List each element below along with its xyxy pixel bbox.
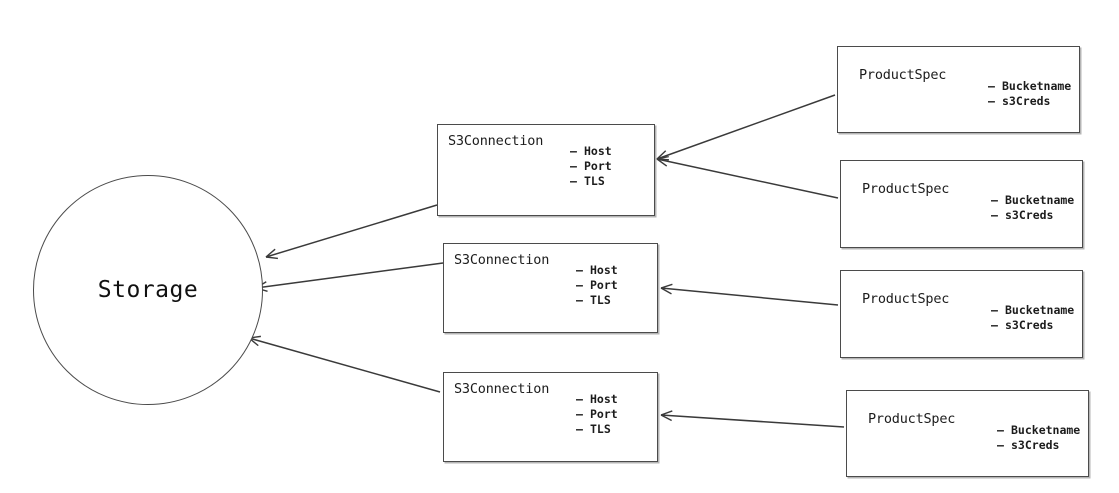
storage-node-label: Storage [97, 277, 199, 303]
attribute-dash-icon: – [570, 159, 577, 173]
attribute-label: Host [584, 144, 612, 158]
attribute-item: –s3Creds [997, 438, 1080, 453]
s3connection-node-1-title: S3Connection [448, 133, 544, 149]
attribute-dash-icon: – [991, 303, 998, 317]
s3connection-node-3-title: S3Connection [454, 381, 550, 397]
attribute-item: –s3Creds [991, 208, 1074, 223]
attribute-dash-icon: – [576, 278, 583, 292]
attribute-label: s3Creds [1011, 438, 1060, 452]
attribute-label: Host [590, 392, 618, 406]
attribute-label: Bucketname [1011, 423, 1081, 437]
edge-spec3-to-conn2 [660, 283, 839, 306]
productspec-node-3[interactable] [840, 270, 1083, 358]
edge-conn2-to-storage [255, 262, 444, 292]
attribute-item: –Port [576, 407, 618, 422]
attribute-label: TLS [590, 422, 611, 436]
attribute-dash-icon: – [570, 174, 577, 188]
attribute-item: –TLS [576, 293, 618, 308]
attribute-label: Host [590, 263, 618, 277]
attribute-label: Bucketname [1005, 303, 1075, 317]
productspec-node-1[interactable] [837, 46, 1080, 133]
attribute-dash-icon: – [570, 144, 577, 158]
productspec-node-2-title: ProductSpec [862, 181, 950, 197]
attribute-label: Port [590, 278, 618, 292]
attribute-dash-icon: – [576, 407, 583, 421]
attribute-dash-icon: – [988, 79, 995, 93]
attribute-label: s3Creds [1002, 94, 1051, 108]
edge-conn1-to-storage [265, 204, 438, 260]
attribute-item: –s3Creds [991, 318, 1074, 333]
productspec-node-1-title: ProductSpec [859, 67, 947, 83]
attribute-item: –s3Creds [988, 94, 1071, 109]
attribute-item: –TLS [570, 174, 612, 189]
s3connection-node-2-attributes: –Host–Port–TLS [576, 263, 618, 308]
attribute-dash-icon: – [576, 263, 583, 277]
edge-spec1-to-conn1 [656, 94, 836, 161]
s3connection-node-1-attributes: –Host–Port–TLS [570, 144, 612, 189]
productspec-node-4-title: ProductSpec [868, 411, 956, 427]
s3connection-node-3[interactable] [443, 372, 658, 462]
attribute-label: Bucketname [1002, 79, 1072, 93]
attribute-label: s3Creds [1005, 318, 1054, 332]
productspec-node-4-attributes: –Bucketname–s3Creds [997, 423, 1080, 453]
attribute-item: –Host [576, 263, 618, 278]
attribute-label: Bucketname [1005, 193, 1075, 207]
attribute-dash-icon: – [576, 422, 583, 436]
attribute-item: –Bucketname [988, 79, 1071, 94]
attribute-label: s3Creds [1005, 208, 1054, 222]
attribute-item: –TLS [576, 422, 618, 437]
attribute-dash-icon: – [576, 392, 583, 406]
storage-node[interactable]: Storage [33, 175, 263, 405]
attribute-dash-icon: – [991, 208, 998, 222]
s3connection-node-1[interactable] [437, 124, 655, 216]
s3connection-node-2[interactable] [443, 243, 658, 333]
edge-spec4-to-conn3 [660, 410, 845, 428]
attribute-item: –Bucketname [991, 303, 1074, 318]
attribute-item: –Bucketname [991, 193, 1074, 208]
edge-conn3-to-storage [248, 335, 441, 393]
attribute-item: –Port [570, 159, 612, 174]
attribute-label: TLS [584, 174, 605, 188]
attribute-dash-icon: – [997, 438, 1004, 452]
productspec-node-2[interactable] [840, 160, 1083, 248]
productspec-node-3-attributes: –Bucketname–s3Creds [991, 303, 1074, 333]
attribute-dash-icon: – [988, 94, 995, 108]
attribute-item: –Bucketname [997, 423, 1080, 438]
attribute-label: TLS [590, 293, 611, 307]
attribute-dash-icon: – [997, 423, 1004, 437]
attribute-label: Port [584, 159, 612, 173]
attribute-label: Port [590, 407, 618, 421]
s3connection-node-2-title: S3Connection [454, 252, 550, 268]
attribute-item: –Port [576, 278, 618, 293]
s3connection-node-3-attributes: –Host–Port–TLS [576, 392, 618, 437]
attribute-item: –Host [570, 144, 612, 159]
attribute-item: –Host [576, 392, 618, 407]
productspec-node-3-title: ProductSpec [862, 291, 950, 307]
edge-spec2-to-conn1 [656, 155, 839, 199]
productspec-node-1-attributes: –Bucketname–s3Creds [988, 79, 1071, 109]
productspec-node-2-attributes: –Bucketname–s3Creds [991, 193, 1074, 223]
attribute-dash-icon: – [991, 318, 998, 332]
attribute-dash-icon: – [576, 293, 583, 307]
productspec-node-4[interactable] [846, 390, 1089, 477]
attribute-dash-icon: – [991, 193, 998, 207]
